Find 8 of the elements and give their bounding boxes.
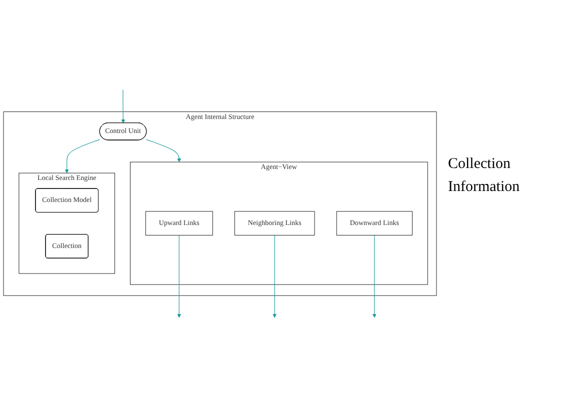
arrow	[177, 235, 182, 318]
note-text: Information	[448, 179, 521, 196]
arrow	[64, 140, 100, 174]
arrow	[272, 235, 277, 318]
arrow	[372, 235, 376, 318]
arrow	[121, 90, 126, 124]
arrow	[146, 140, 182, 163]
note-text: Collection	[448, 156, 512, 173]
